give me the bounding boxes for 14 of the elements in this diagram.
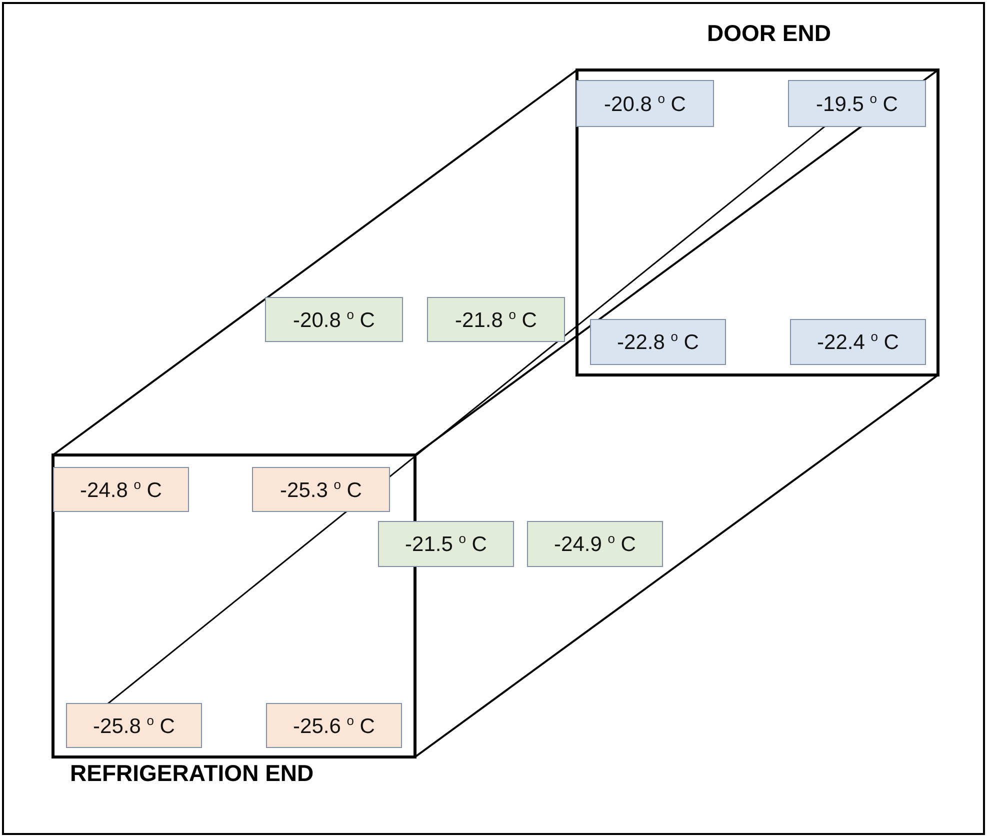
temperature-label: -21.5 $^{o}$ C [378,521,514,567]
end-label: REFRIGERATION END [70,760,314,787]
temperature-label: -21.8 $^{o}$ C [427,297,565,342]
temperature-label: -24.8 $^{o}$ C [53,467,189,512]
temperature-label: -25.3 $^{o}$ C [252,467,390,512]
end-label: DOOR END [707,20,831,47]
temperature-label: -20.8 $^{o}$ C [576,80,714,127]
temperature-label: -22.8 $^{o}$ C [590,319,726,365]
temperature-label: -19.5 $^{o}$ C [788,80,926,127]
temperature-label: -22.4 $^{o}$ C [790,319,926,365]
temperature-label: -25.6 $^{o}$ C [266,703,402,748]
temperature-label: -25.8 $^{o}$ C [66,703,202,748]
temperature-label: -20.8 $^{o}$ C [265,297,403,342]
temperature-label: -24.9 $^{o}$ C [527,521,663,567]
